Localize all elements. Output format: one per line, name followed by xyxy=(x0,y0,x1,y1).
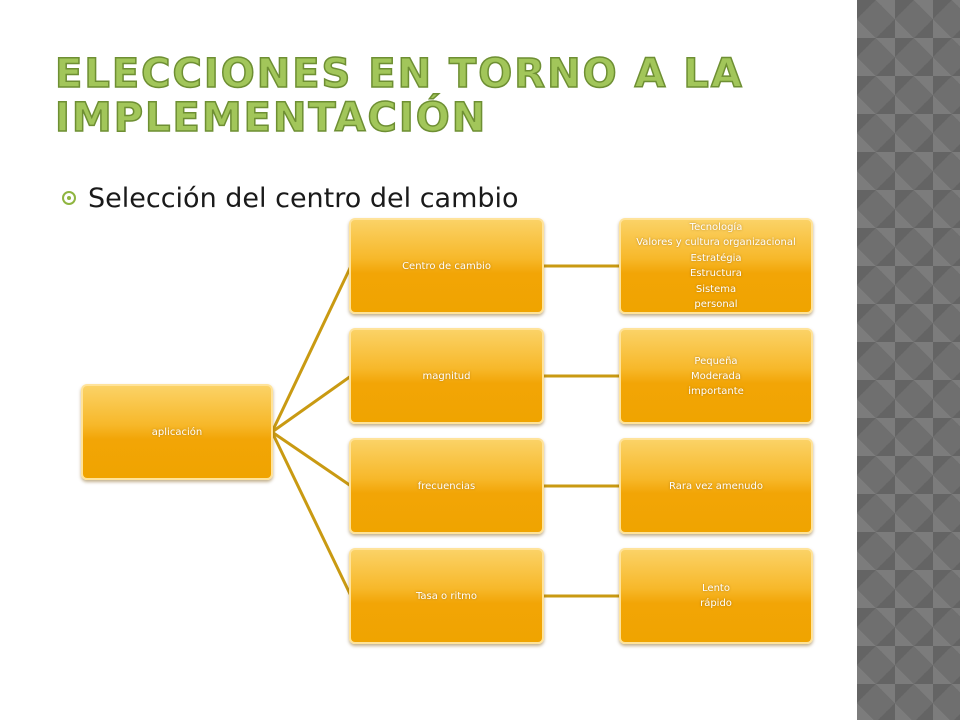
detail-line: Rara vez amenudo xyxy=(669,480,763,492)
detail-line: rápido xyxy=(700,598,732,609)
branch-node-frecuencias: frecuencias xyxy=(349,438,544,534)
detail-line: Lento xyxy=(702,583,730,594)
detail-line: importante xyxy=(688,385,744,397)
detail-line: Estructura xyxy=(690,268,742,279)
connector-root-branch-4 xyxy=(270,431,353,597)
branch-node-label: Centro de cambio xyxy=(402,260,491,272)
branch-node-tasa-o-ritmo: Tasa o ritmo xyxy=(349,548,544,644)
decorative-side-panel xyxy=(857,0,960,720)
connector-root-branch-2 xyxy=(271,374,352,434)
detail-line: Moderada xyxy=(691,370,741,382)
branch-node-magnitud: magnitud xyxy=(349,328,544,424)
detail-node-magnitud: Pequeña Moderada importante xyxy=(619,328,813,424)
detail-line: Estratégia xyxy=(690,252,742,264)
connector-root-branch-1 xyxy=(270,265,353,433)
bullet-icon xyxy=(62,191,76,205)
detail-node-frecuencias: Rara vez amenudo xyxy=(619,438,813,534)
detail-line: Pequeña xyxy=(694,355,738,367)
bullet-item: Selección del centro del cambio xyxy=(62,178,519,218)
root-node: aplicación xyxy=(81,384,273,480)
detail-line: Tecnología xyxy=(689,221,743,233)
detail-node-tasa-o-ritmo: Lento rápido xyxy=(619,548,813,644)
branch-node-centro-de-cambio: Centro de cambio xyxy=(349,218,544,314)
detail-line: Valores y cultura organizacional xyxy=(636,237,796,248)
slide-title: Elecciones en torno a la implementación xyxy=(54,51,744,141)
root-node-label: aplicación xyxy=(151,426,203,438)
detail-line: personal xyxy=(694,299,738,310)
branch-node-label: frecuencias xyxy=(417,480,476,492)
branch-node-label: Tasa o ritmo xyxy=(415,590,478,602)
detail-node-centro-de-cambio: Tecnología Valores y cultura organizacio… xyxy=(619,218,813,314)
branch-node-label: magnitud xyxy=(422,370,471,382)
connector-root-branch-3 xyxy=(271,430,352,488)
bullet-text: Selección del centro del cambio xyxy=(88,182,519,214)
detail-line: Sistema xyxy=(695,283,737,295)
